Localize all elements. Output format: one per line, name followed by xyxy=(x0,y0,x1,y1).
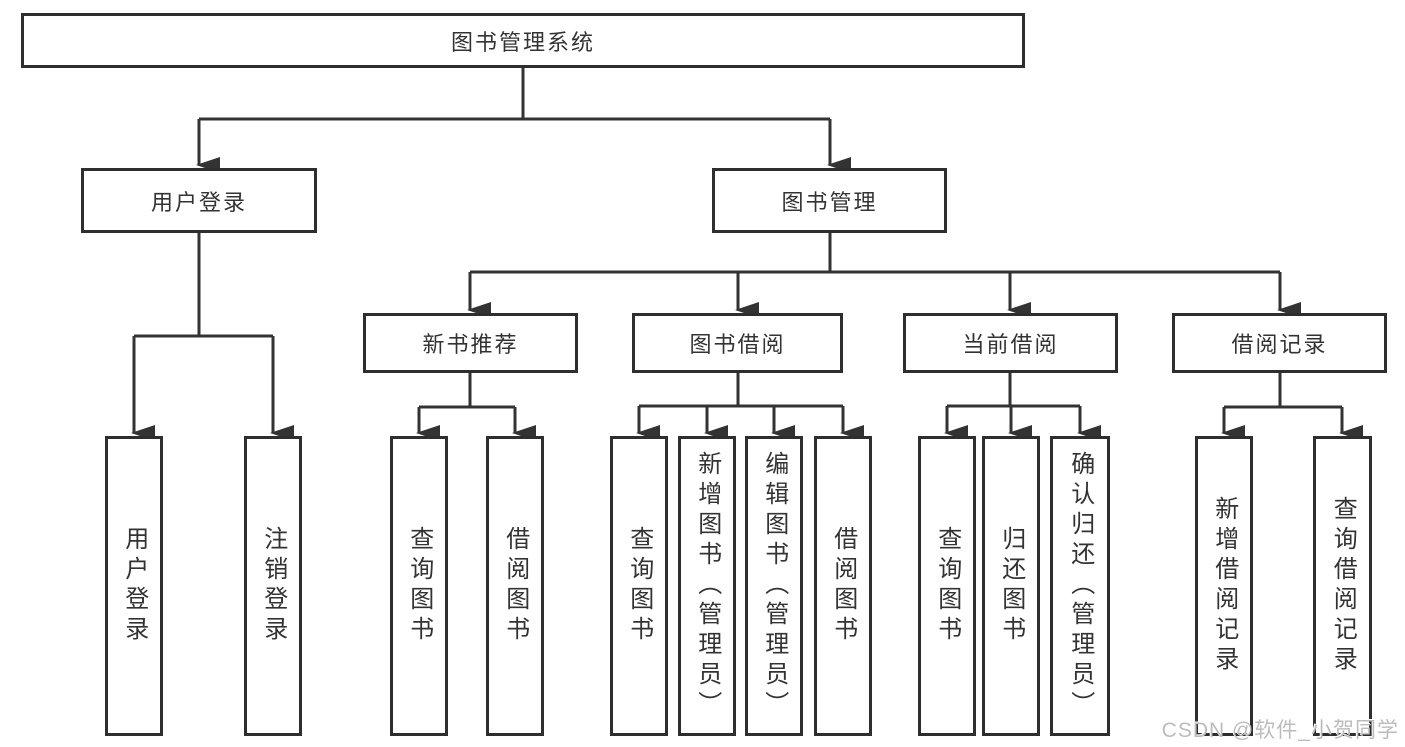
leaf-confirm-return-admin: 确认归还（管理员） xyxy=(1050,436,1110,736)
leaf-query-borrow-record: 查询借阅记录 xyxy=(1313,436,1372,736)
leaf-query-books-current: 查询图书 xyxy=(918,436,976,736)
leaf-query-books-borrowing: 查询图书 xyxy=(610,436,668,736)
node-library-management-system: 图书管理系统 xyxy=(21,13,1025,68)
node-current-borrowing: 当前借阅 xyxy=(903,313,1118,373)
leaf-add-borrow-record: 新增借阅记录 xyxy=(1195,436,1253,736)
node-book-management: 图书管理 xyxy=(712,168,947,233)
node-book-borrowing: 图书借阅 xyxy=(632,313,843,373)
leaf-borrow-books-recommend: 借阅图书 xyxy=(486,436,544,736)
leaf-return-books: 归还图书 xyxy=(982,436,1040,736)
node-user-login: 用户登录 xyxy=(81,168,317,233)
leaf-edit-books-admin: 编辑图书（管理员） xyxy=(745,436,803,736)
csdn-watermark: CSDN @软件_小贺同学 xyxy=(1161,719,1399,742)
leaf-user-login: 用户登录 xyxy=(105,436,163,736)
leaf-query-books-recommend: 查询图书 xyxy=(390,436,448,736)
leaf-borrow-books: 借阅图书 xyxy=(814,436,872,736)
leaf-add-books-admin: 新增图书（管理员） xyxy=(678,436,736,736)
node-borrowing-records: 借阅记录 xyxy=(1172,313,1387,373)
node-new-book-recommendation: 新书推荐 xyxy=(363,313,578,373)
leaf-logout: 注销登录 xyxy=(244,436,302,736)
